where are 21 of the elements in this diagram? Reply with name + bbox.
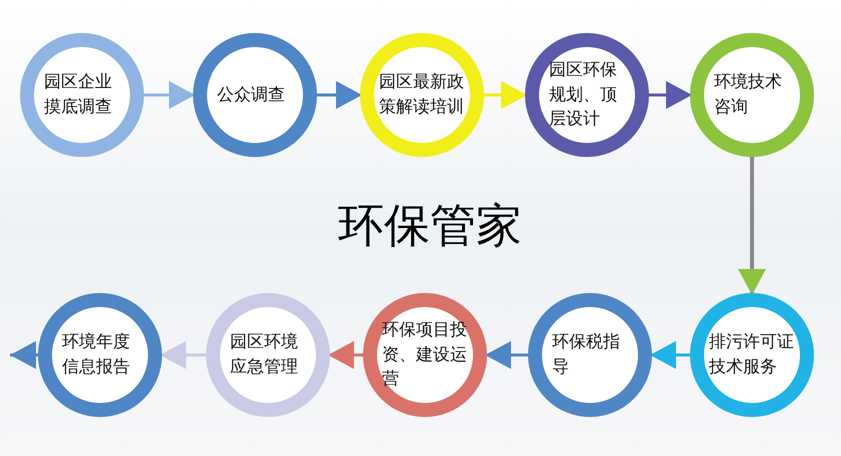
arrow: [485, 341, 530, 369]
node-label: 排污许可证技术服务: [709, 331, 795, 379]
arrow: [160, 341, 208, 369]
arrow: [647, 81, 692, 109]
node-label: 公众调查: [217, 84, 286, 107]
arrow: [10, 341, 40, 369]
node-label: 环保税指导: [552, 331, 621, 379]
node-label: 园区最新政策解读培训: [379, 71, 465, 119]
node-label: 园区企业摸底调查: [44, 71, 113, 119]
arrow: [738, 155, 766, 295]
arrow: [315, 81, 362, 109]
arrow: [328, 341, 365, 369]
node-label: 环境技术咨询: [714, 71, 783, 119]
node-label: 环保项目投资、建设运营: [382, 319, 468, 392]
arrow: [482, 81, 527, 109]
arrow: [142, 81, 195, 109]
arrow: [650, 341, 692, 369]
diagram-title: 环保管家: [337, 197, 523, 254]
node-label: 环境年度信息报告: [62, 331, 131, 379]
node-label: 园区环境应急管理: [230, 331, 299, 379]
node-label: 园区环保规划、顶层设计: [549, 59, 618, 132]
